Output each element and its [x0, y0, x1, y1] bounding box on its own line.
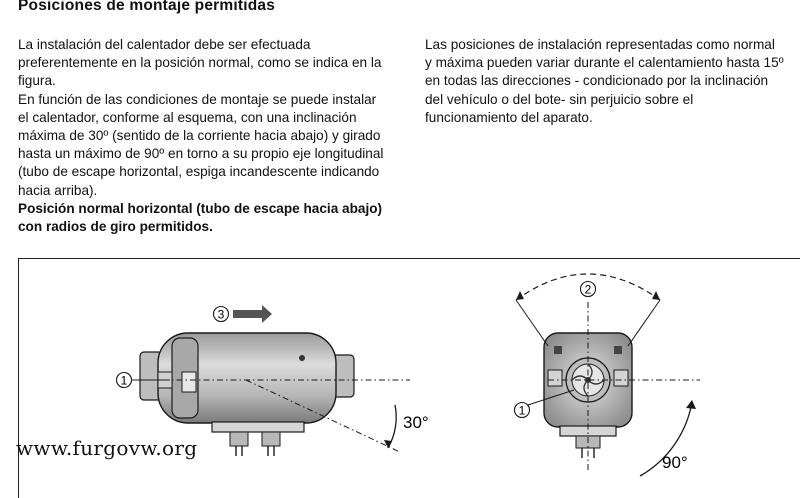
- side-angle-label: 30°: [403, 413, 429, 432]
- front-tilt-line-right: [627, 299, 661, 347]
- flow-direction-arrow: [233, 305, 272, 323]
- figure-frame: [18, 258, 800, 498]
- left-text-column: La instalación del calentador debe ser e…: [18, 36, 390, 236]
- front-angle-arc: [639, 401, 693, 477]
- callout-3-label: 3: [218, 308, 225, 322]
- tolerance-paragraph: Las posiciones de instalación representa…: [425, 37, 784, 125]
- figure-caption: Posición normal horizontal (tubo de esca…: [18, 200, 383, 235]
- heater-side-view: [139, 332, 355, 456]
- right-text-column: Las posiciones de instalación representa…: [425, 36, 785, 127]
- exhaust-port: [229, 431, 249, 447]
- installation-figure: 30° 1 3 90° 2 1: [115, 273, 700, 477]
- front-corner-mark-left: [554, 346, 562, 354]
- front-angle-label: 90°: [662, 453, 688, 472]
- callout-1-side: [115, 371, 133, 389]
- callout-3: [212, 305, 230, 323]
- callout-2: [579, 280, 597, 298]
- front-angle-arrowhead: [686, 400, 696, 409]
- callout-1-front-label: 1: [519, 404, 526, 418]
- screw-icon: [299, 355, 305, 361]
- callout-2-label: 2: [585, 283, 592, 297]
- watermark-text: www.furgovw.org: [16, 436, 198, 460]
- connector-box: [181, 371, 197, 393]
- front-tilt-line-left: [515, 299, 549, 347]
- front-left-bracket: [547, 369, 563, 387]
- front-rotation-arc: [515, 273, 661, 301]
- callout-1-front: [513, 401, 531, 419]
- conditions-paragraph: En función de las condiciones de montaje…: [18, 91, 384, 198]
- intro-paragraph: La instalación del calentador debe ser e…: [18, 37, 382, 89]
- callout-1-side-label: 1: [121, 374, 128, 388]
- front-corner-mark-right: [614, 346, 622, 354]
- front-right-bracket: [613, 369, 629, 387]
- intake-port: [261, 431, 281, 447]
- page-title: Posiciones de montaje permitidas: [18, 0, 276, 14]
- side-tilt-axis: [245, 379, 401, 453]
- mounting-base: [211, 421, 305, 433]
- side-angle-arrowhead: [384, 440, 392, 448]
